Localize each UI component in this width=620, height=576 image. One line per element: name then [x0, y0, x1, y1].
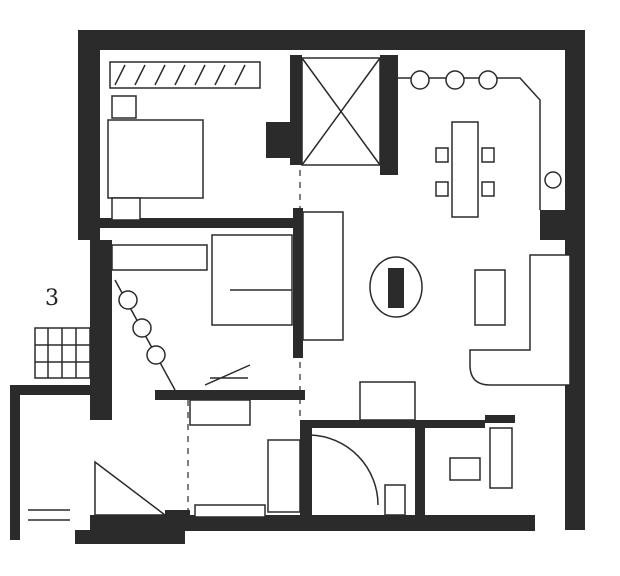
elevator-shaft [301, 57, 381, 166]
windows [91, 35, 560, 380]
kitchen-dining [398, 70, 562, 218]
balcony-railing [28, 327, 91, 521]
interior-walls [100, 55, 515, 530]
bedroom [107, 61, 290, 221]
bedroom-2 [111, 234, 293, 391]
living-room [302, 211, 571, 421]
lower-rooms [94, 170, 513, 518]
room-number-label: 3 [45, 286, 59, 311]
outer-walls [10, 30, 585, 544]
